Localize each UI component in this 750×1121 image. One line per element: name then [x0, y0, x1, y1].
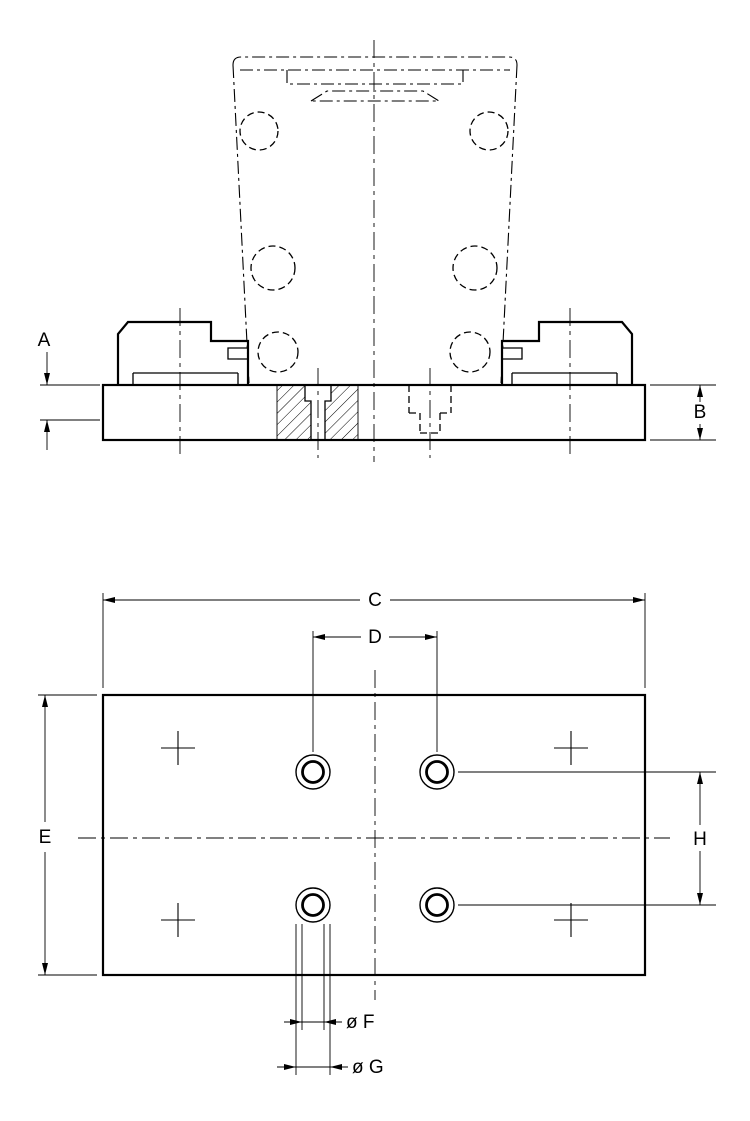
body-hole-low-left: [257, 331, 299, 373]
counterbore-profile: [304, 385, 332, 440]
center-mark-top-right: [554, 731, 588, 765]
center-mark-bottom-left: [161, 903, 195, 937]
phantom-body-holes: [239, 111, 509, 373]
corner-center-marks: [161, 731, 588, 937]
body-top-recess: [286, 70, 464, 85]
hidden-hole: [408, 385, 452, 434]
dimension-f: ø F: [284, 924, 375, 1033]
mounting-holes: [295, 754, 455, 923]
body-hole-top-right: [469, 111, 509, 151]
dim-b-label: B: [694, 402, 707, 423]
phantom-body-outline: [232, 56, 518, 384]
dimension-c: C: [102, 590, 646, 688]
body-top-edge: [232, 56, 518, 66]
dimension-e: E: [38, 694, 97, 976]
dimension-g: ø G: [277, 924, 384, 1078]
dim-g-label: ø G: [352, 1057, 384, 1078]
hole-bottom-right-counterbore: [419, 887, 455, 923]
sectioned-hole: [276, 385, 359, 440]
left-clamp: [116, 320, 250, 385]
dim-c-label: C: [368, 590, 382, 611]
body-hole-mid-right: [452, 245, 498, 291]
plan-centerlines: [78, 670, 670, 1000]
feature-centerlines: [179, 308, 571, 458]
body-top-tab: [309, 90, 441, 102]
left-clamp-base: [132, 372, 239, 385]
hatch-right: [325, 385, 358, 440]
dim-f-extension-lines: [301, 924, 325, 1030]
center-mark-bottom-right: [554, 903, 588, 937]
dim-d-extension-lines: [312, 631, 438, 752]
section-bounds: [276, 385, 359, 440]
left-clamp-profile: [116, 320, 250, 385]
dimension-d: D: [312, 627, 438, 752]
plan-view: C D: [38, 590, 716, 1078]
dimension-h: H: [458, 771, 716, 906]
hole-top-left-counterbore: [295, 754, 331, 790]
center-mark-top-left: [161, 731, 195, 765]
body-right-edge: [500, 64, 518, 384]
dim-f-label: ø F: [346, 1012, 375, 1033]
dimension-a: A: [38, 330, 100, 450]
right-clamp: [500, 320, 634, 385]
dim-b-extension-lines: [650, 384, 716, 441]
dimension-b: B: [650, 384, 716, 441]
hole-top-left-bore: [301, 760, 325, 784]
body-hole-top-left: [239, 111, 279, 151]
hole-bottom-right-bore: [425, 893, 449, 917]
hole-top-right-bore: [425, 760, 449, 784]
hole-bottom-left-counterbore: [295, 887, 331, 923]
body-left-edge: [232, 64, 250, 384]
right-clamp-notch: [502, 347, 523, 360]
hole-bottom-left-bore: [301, 893, 325, 917]
dim-a-label: A: [38, 330, 51, 351]
dim-e-label: E: [39, 827, 52, 848]
hole-top-right-counterbore: [419, 754, 455, 790]
body-hole-low-right: [449, 331, 491, 373]
right-clamp-profile: [500, 320, 634, 385]
right-clamp-base: [511, 372, 618, 385]
hatch-left: [277, 385, 311, 440]
dim-a-extension-lines: [40, 384, 100, 421]
left-clamp-notch: [227, 347, 248, 360]
dim-h-label: H: [693, 829, 707, 850]
base-plate-plan: [101, 693, 647, 977]
dim-d-label: D: [368, 627, 382, 648]
dim-g-extension-lines: [295, 924, 331, 1075]
dim-c-extension-lines: [102, 593, 646, 688]
front-view: A B: [38, 40, 716, 462]
front-centerlines: [179, 40, 571, 462]
body-hole-mid-left: [250, 245, 296, 291]
dim-h-extension-lines: [458, 771, 716, 906]
